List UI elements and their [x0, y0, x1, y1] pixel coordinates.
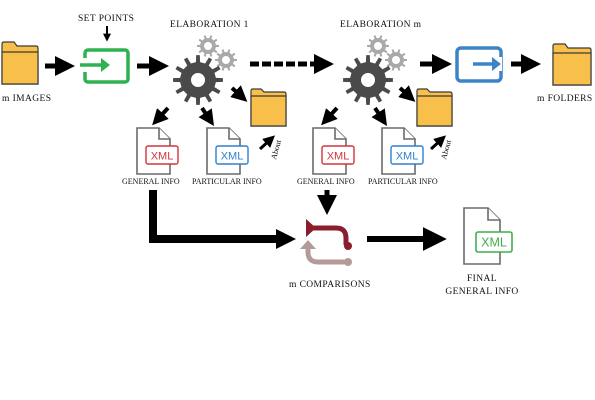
output-arrow [230, 85, 248, 102]
gears-icon [343, 35, 407, 105]
xml-file-icon: XML [312, 127, 355, 175]
xml-file-icon: XML [381, 127, 424, 175]
xml-file-icon: XML [136, 127, 179, 175]
gear-hole [222, 56, 230, 64]
xml-badge: XML [221, 151, 244, 163]
output-arrow [152, 106, 170, 126]
about-arrow [258, 135, 275, 151]
flow-arrowhead [276, 229, 296, 249]
xml-badge: XML [151, 151, 174, 163]
output-arrow [398, 85, 416, 102]
elaboration-1-label: ELABORATION 1 [170, 20, 249, 30]
input-folder-icon [1, 41, 39, 85]
gear-hole [392, 56, 400, 64]
folders-label: m FOLDERS [537, 94, 593, 104]
general-info-label: GENERAL INFO [122, 177, 180, 186]
merge-arrows-icon [300, 219, 352, 266]
final-label: FINAL [467, 274, 497, 284]
images-label: m IMAGES [2, 94, 51, 104]
output-arrow [321, 106, 339, 126]
gears-icon [173, 35, 237, 105]
xml-badge: XML [481, 236, 507, 250]
gear-hole [374, 42, 382, 50]
output-arrow [371, 106, 387, 126]
about-arrow [429, 135, 446, 151]
particular-info-label: PARTICULAR INFO [368, 177, 438, 186]
gear-hole [361, 73, 375, 87]
output-arrow [198, 106, 214, 126]
sign-in-icon [80, 48, 130, 84]
about-folder-icon [250, 88, 287, 127]
gear-hole [191, 73, 205, 87]
xml-badge: XML [396, 151, 419, 163]
xml-file-icon: XML [206, 127, 249, 175]
about-folder-icon [416, 88, 453, 127]
xml-file-icon: XML [463, 207, 513, 265]
output-folder-icon [552, 43, 592, 86]
export-icon [455, 46, 503, 83]
set-points-label: SET POINTS [78, 14, 134, 24]
about-label: About [269, 138, 283, 160]
xml-badge: XML [327, 151, 350, 163]
elaboration-m-label: ELABORATION m [340, 20, 422, 30]
final-general-info-label: GENERAL INFO [445, 287, 518, 297]
comparisons-label: m COMPARISONS [289, 280, 371, 290]
general-info-label: GENERAL INFO [297, 177, 355, 186]
general-info-flow-line [149, 190, 280, 243]
particular-info-label: PARTICULAR INFO [192, 177, 262, 186]
gear-hole [204, 42, 212, 50]
